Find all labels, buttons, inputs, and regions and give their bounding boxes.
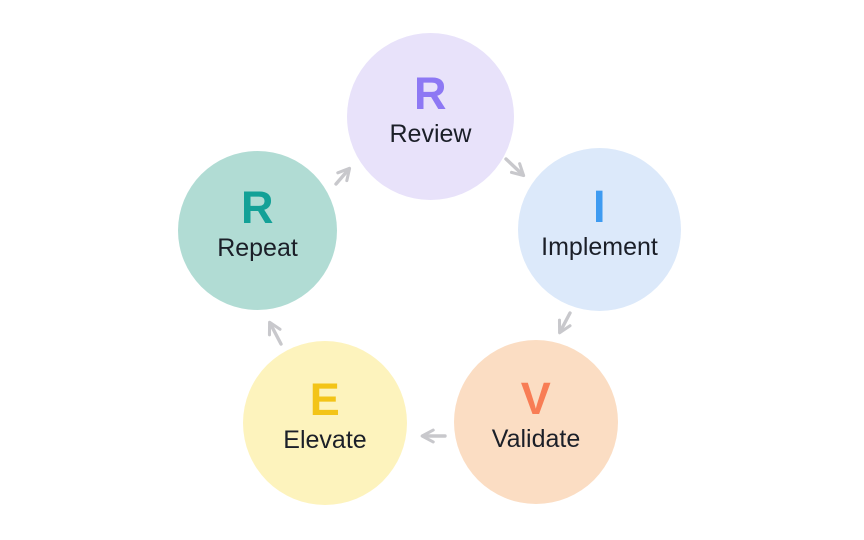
node-review: R Review: [347, 33, 514, 200]
node-implement: I Implement: [518, 148, 681, 311]
node-repeat-label: Repeat: [217, 233, 298, 262]
arrow-repeat-to-review-icon: [334, 166, 352, 186]
node-implement-letter: I: [592, 180, 606, 232]
node-review-letter: R: [414, 67, 447, 119]
node-elevate: E Elevate: [243, 341, 407, 505]
node-review-label: Review: [389, 119, 472, 148]
arrow-review-to-implement-icon: [504, 157, 526, 178]
node-repeat: R Repeat: [178, 151, 337, 310]
node-elevate-label: Elevate: [283, 426, 367, 455]
node-validate: V Validate: [454, 340, 618, 504]
node-validate-letter: V: [520, 373, 552, 425]
node-elevate-letter: E: [309, 374, 341, 426]
arrow-elevate-to-repeat-icon: [267, 320, 283, 346]
node-validate-label: Validate: [491, 425, 581, 454]
node-repeat-letter: R: [241, 181, 274, 233]
node-implement-label: Implement: [541, 232, 658, 261]
arrow-implement-to-validate-icon: [557, 311, 572, 335]
